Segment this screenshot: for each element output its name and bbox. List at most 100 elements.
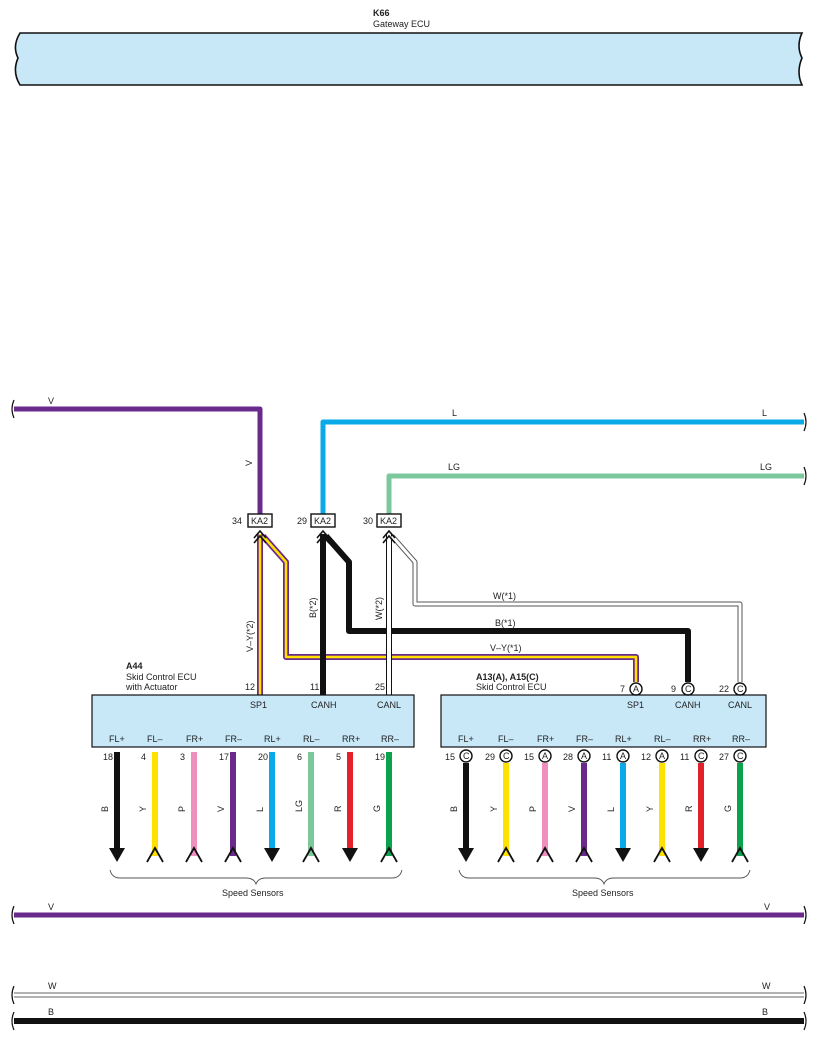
pin-num: 11 (310, 682, 319, 692)
pin-num: 28 (563, 752, 573, 762)
wire-v-top (14, 406, 263, 514)
bus-label-v-right: V (764, 902, 770, 912)
ecu-left-sensor-pins: FL+18BFL–4YFR+3PFR–17VRL+20LRL–6LGRR+5RR… (100, 734, 399, 863)
arrow-down-icon (109, 848, 125, 862)
pin-label: FR– (576, 734, 593, 744)
sensor-pin-4: RL+20L (255, 734, 281, 862)
break-mark (11, 1011, 15, 1031)
connector-circle (577, 749, 591, 763)
wire-label-w2: W(*2) (374, 597, 384, 620)
connector-circle (733, 749, 747, 763)
pin-num: 17 (219, 752, 229, 762)
brace (458, 869, 751, 886)
junction-ka2-30: 30 KA2 (363, 513, 402, 528)
bus-label-b-left: B (48, 1007, 54, 1017)
gateway-code: K66 (373, 8, 390, 18)
sensor-pin-3: FR–28 A V (563, 734, 593, 863)
pin-label: FR– (225, 734, 242, 744)
wire-color-label: R (333, 805, 343, 812)
gateway-ecu-bar (14, 32, 804, 86)
arrow-down-icon (264, 848, 280, 862)
connector-letter: A (620, 751, 626, 761)
pin-label: CANH (675, 700, 701, 710)
connector-letter: C (685, 684, 692, 694)
arrow-up-icon (497, 846, 515, 863)
pin-num: 20 (258, 752, 268, 762)
pin-label: FR+ (186, 734, 203, 744)
pin-num: 18 (103, 752, 113, 762)
pin-label: RR+ (342, 734, 360, 744)
connector-letter: A (633, 684, 639, 694)
pin-label: CANL (377, 700, 401, 710)
pin-label: RL– (654, 734, 671, 744)
connector-circle (616, 749, 630, 763)
sensor-pin-6: RR+5R (333, 734, 360, 862)
arrow-up-icon (731, 846, 749, 863)
pin-num: 7 (620, 684, 625, 694)
break-mark (11, 985, 15, 1005)
connector-letter: A (581, 751, 587, 761)
connector-circle (538, 749, 552, 763)
connector-circle (459, 749, 473, 763)
junction-pin: 34 (232, 516, 242, 526)
arrow-down-icon (693, 848, 709, 862)
break-mark (11, 399, 15, 419)
pin-label: FL– (147, 734, 163, 744)
connector-letter: C (737, 684, 744, 694)
wire-label-vy2: V–Y(*2) (245, 620, 255, 652)
pin-num: 12 (245, 682, 255, 692)
arrow-down-icon (458, 848, 474, 862)
pin-num: 15 (524, 752, 534, 762)
wire-color-label: V (216, 806, 226, 812)
connector-circle (499, 749, 513, 763)
wire-lg-top (386, 473, 804, 514)
brace (109, 869, 403, 886)
break-mark (803, 905, 807, 925)
connector-circle (694, 749, 708, 763)
break-mark (803, 985, 807, 1005)
arrow-up-icon (185, 846, 203, 863)
wire-vy-to-right-ecu (260, 534, 639, 682)
pin-label: FR+ (537, 734, 554, 744)
sensor-pin-3: FR– 17V (216, 734, 242, 863)
ecu-left-name2: with Actuator (125, 682, 178, 692)
break-mark (803, 1011, 807, 1031)
wire-color-label: P (528, 806, 538, 812)
connector-circle (629, 682, 643, 696)
arrow-up-icon (224, 846, 242, 863)
wire-label-v-left: V (48, 396, 54, 406)
pin-num: 22 (719, 684, 729, 694)
pin-num: 15 (445, 752, 455, 762)
pin-num: 5 (336, 752, 341, 762)
wire-label-w1: W(*1) (493, 591, 516, 601)
pin-label: SP1 (250, 700, 267, 710)
connector-circle (733, 682, 747, 696)
ecu-right-name: Skid Control ECU (476, 682, 547, 692)
bus-label-v-left: V (48, 902, 54, 912)
speed-sensors-right: Speed Sensors (572, 888, 634, 898)
pin-label: FL– (498, 734, 514, 744)
bus-label-b-right: B (762, 1007, 768, 1017)
ecu-right-box (440, 694, 767, 748)
arrow-up-icon (380, 846, 398, 863)
wire-color-label: V (567, 806, 577, 812)
pin-num: 27 (719, 752, 729, 762)
speed-sensors-left: Speed Sensors (222, 888, 284, 898)
wire-color-label: LG (294, 800, 304, 812)
pin-label: RR– (732, 734, 750, 744)
wire-label-b2: B(*2) (308, 597, 318, 618)
arrow-up-icon (653, 846, 671, 863)
sensor-pin-0: FL+18B (100, 734, 125, 862)
connector-circle (655, 749, 669, 763)
pin-label: RL+ (264, 734, 281, 744)
sensor-pin-7: RR–19G (372, 734, 399, 863)
sensor-pin-2: FR+3P (177, 734, 203, 863)
pin-num: 3 (180, 752, 185, 762)
